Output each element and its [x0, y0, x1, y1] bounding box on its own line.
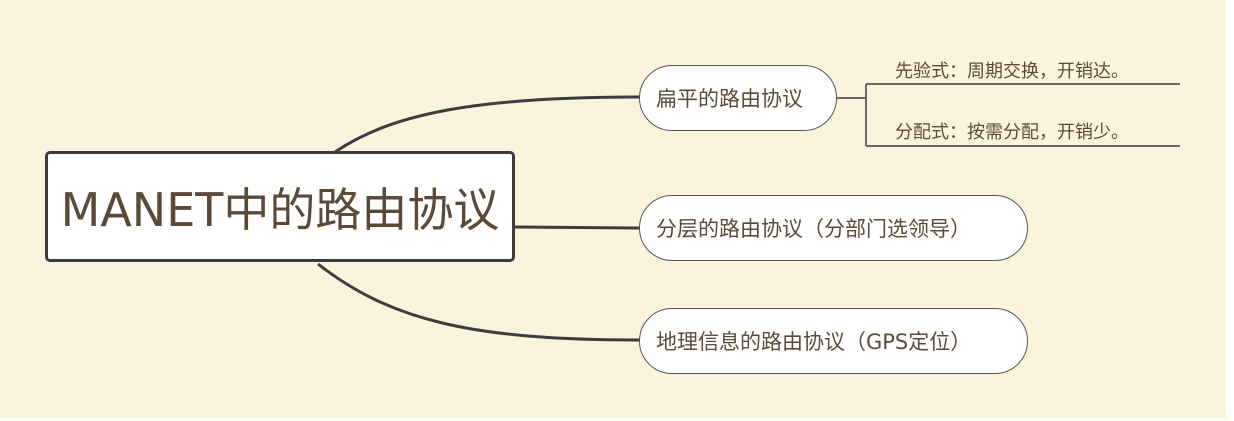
- branch-flat-routing[interactable]: 扁平的路由协议: [639, 65, 837, 131]
- subtopic-on-demand[interactable]: 分配式：按需分配，开销少。: [895, 122, 1129, 143]
- branch-hierarchical-routing[interactable]: 分层的路由协议（分部门选领导）: [639, 195, 1028, 261]
- connector-central-to-geo: [317, 262, 641, 342]
- connector-central-to-hier: [514, 225, 641, 230]
- subtopic-proactive[interactable]: 先验式：周期交换，开销达。: [895, 61, 1129, 82]
- central-topic[interactable]: MANET中的路由协议: [45, 151, 515, 262]
- branch-geographic-routing[interactable]: 地理信息的路由协议（GPS定位）: [639, 308, 1028, 374]
- connector-central-to-flat: [334, 95, 641, 154]
- connector-flat-to-leaves: [837, 83, 1180, 147]
